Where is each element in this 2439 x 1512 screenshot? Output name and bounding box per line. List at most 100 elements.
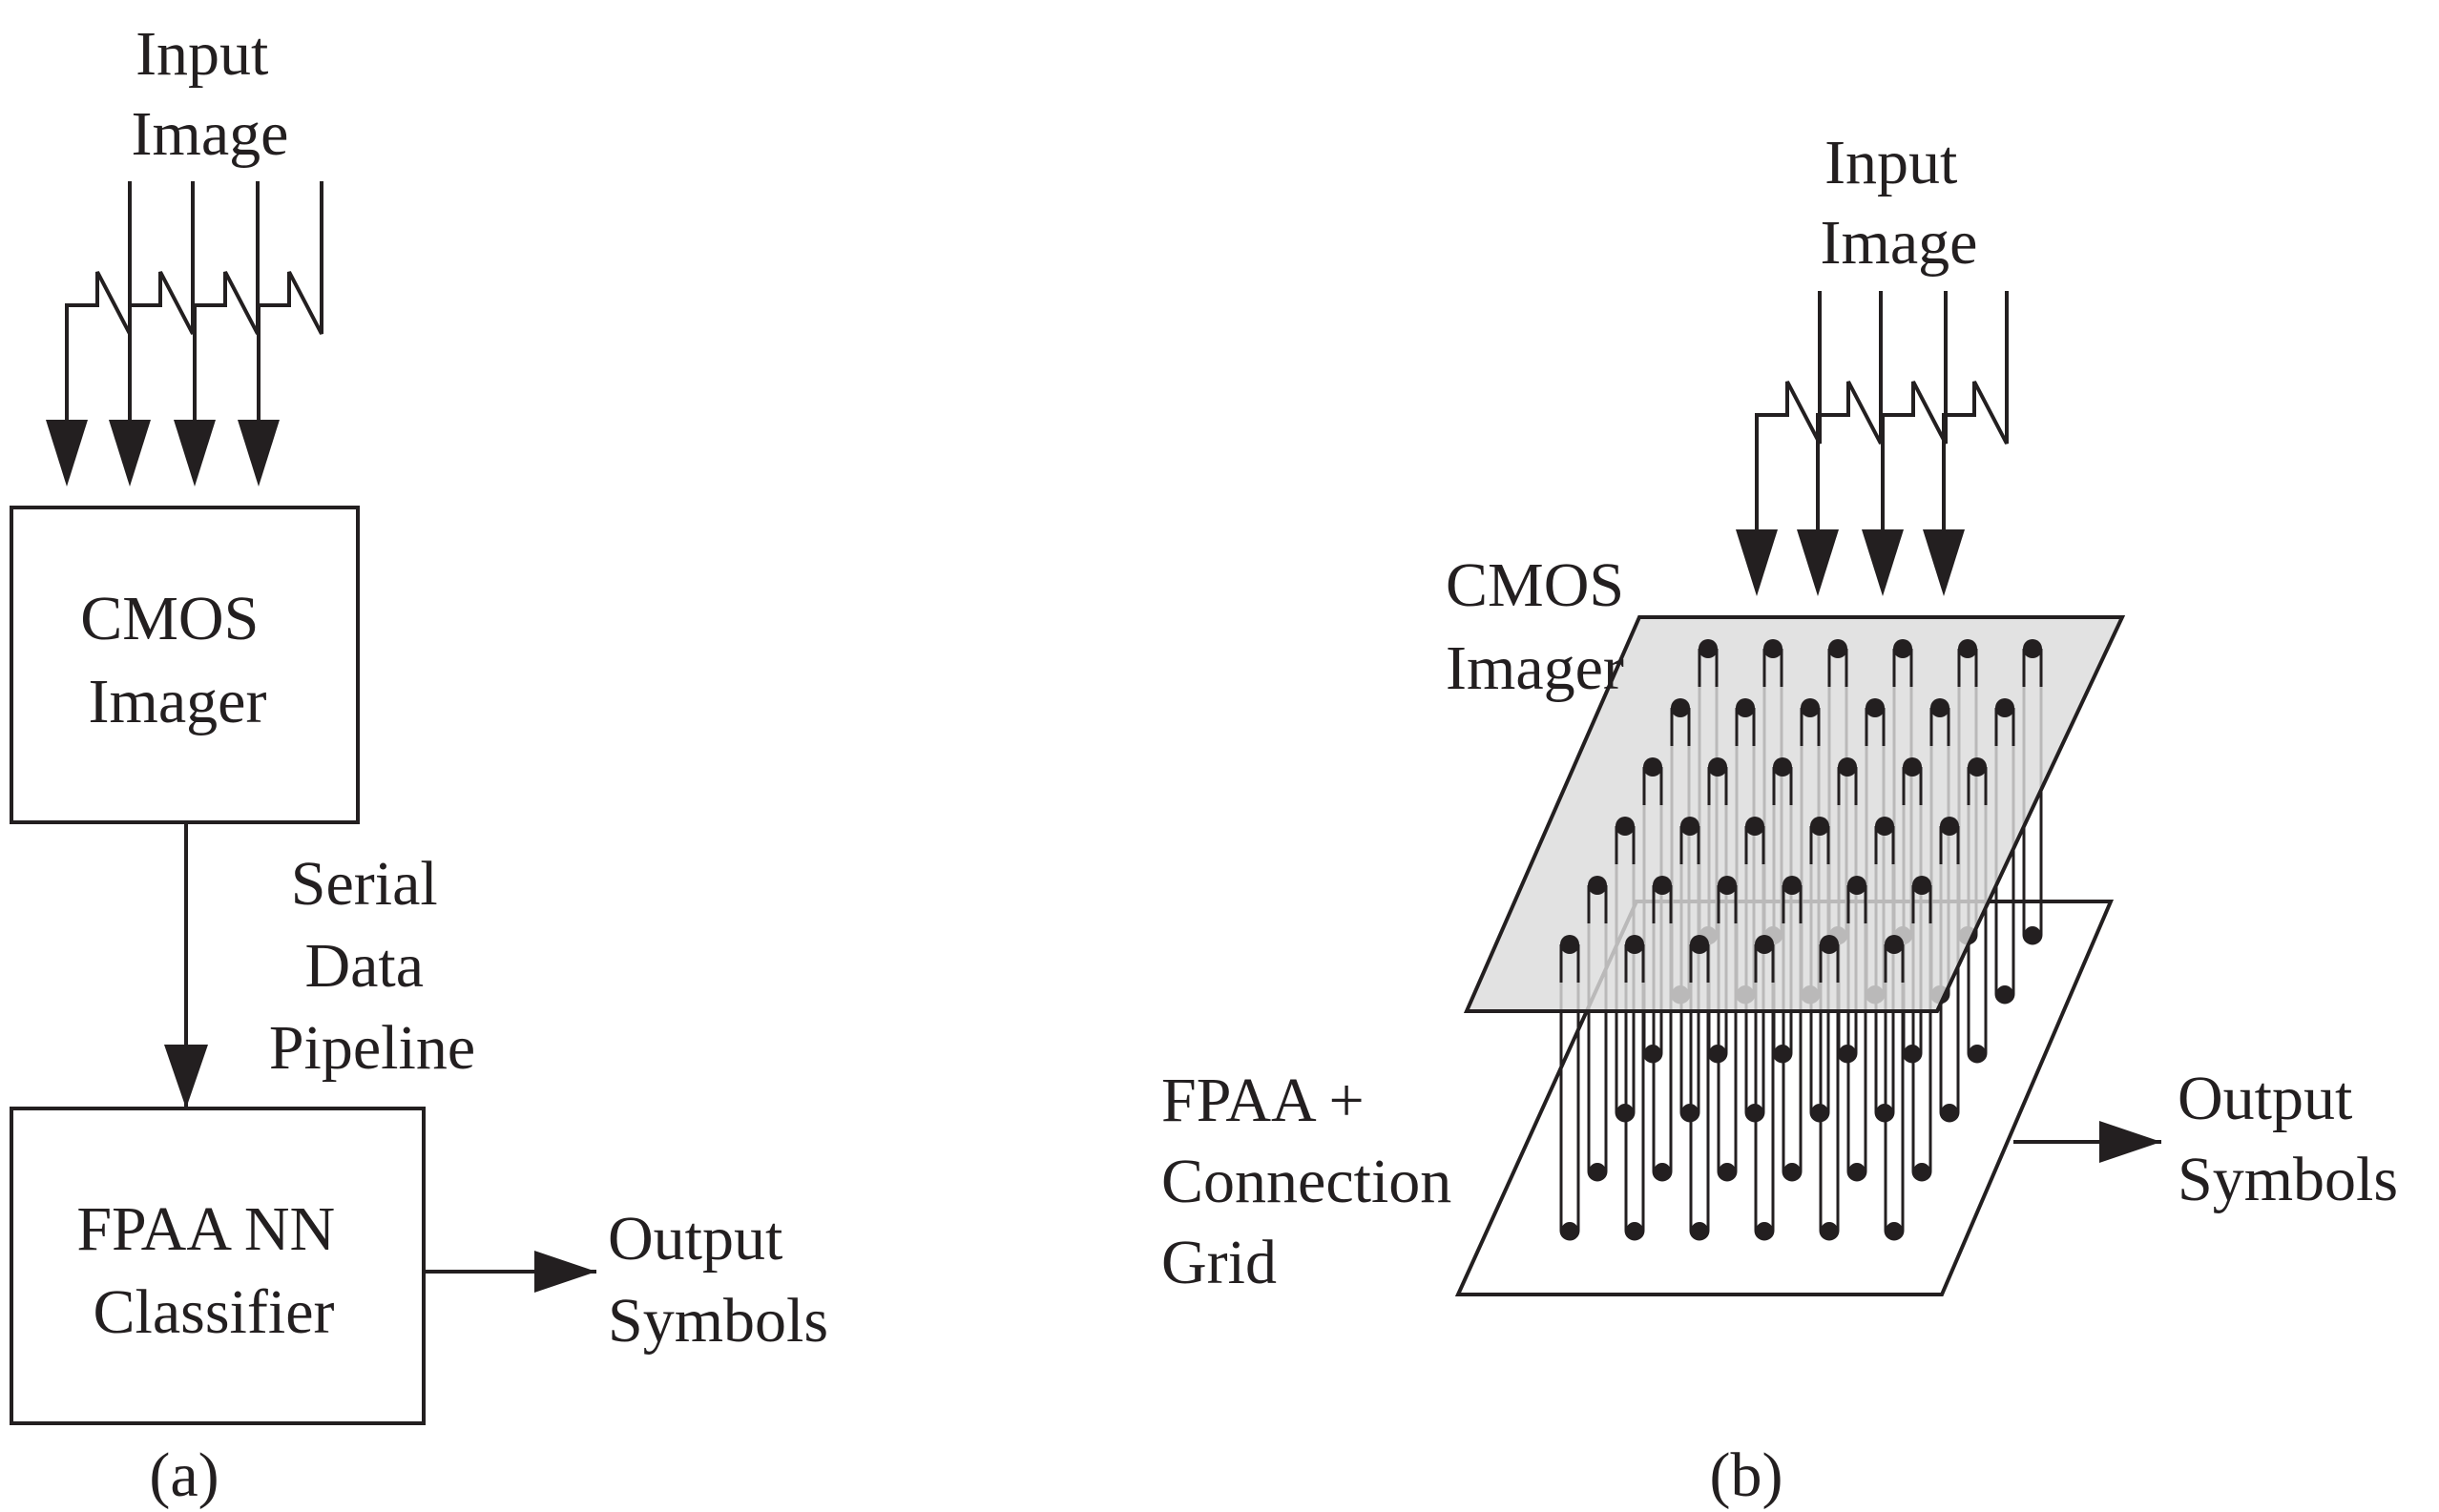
pixel-contact	[1884, 935, 1905, 983]
pixel-contact-dot	[1810, 817, 1829, 836]
pixel-contact-dot	[1699, 639, 1718, 658]
pixel-contact-dot	[1690, 935, 1709, 954]
grid-contact-dot	[1691, 1222, 1708, 1239]
grid-contact-dot	[2024, 926, 2041, 943]
pixel-contact-dot	[1912, 876, 1931, 895]
pixel-contact-dot	[1560, 935, 1579, 954]
pixel-contact-dot	[1653, 876, 1672, 895]
output-symbols-label: Output Symbols	[2178, 1064, 2398, 1214]
input-light-arrows	[1736, 291, 2009, 596]
pixel-contact	[1957, 639, 1978, 687]
serial-data-arrowhead	[164, 1045, 208, 1108]
pixel-contact-dot	[1801, 698, 1820, 717]
grid-contact-dot	[1848, 1163, 1866, 1180]
pixel-contact-dot	[1588, 876, 1607, 895]
pixel-contact	[1874, 817, 1895, 864]
input-arrow-2	[109, 181, 195, 487]
pixel-contact-dot	[1680, 817, 1699, 836]
pixel-contact-dot	[1930, 698, 1949, 717]
panel-a: Input Image CMOS Imager Serial Data Pipe…	[10, 19, 828, 1510]
pixel-contact	[1744, 817, 1765, 864]
grid-contact-dot	[1589, 1163, 1606, 1180]
pixel-contact-dot	[1625, 935, 1644, 954]
imager-pixel-contacts	[1559, 639, 2043, 983]
pixel-contact	[1772, 757, 1793, 805]
pixel-contact	[1670, 698, 1691, 746]
pixel-contact-dot	[1995, 698, 2014, 717]
output-arrowhead	[2099, 1121, 2161, 1163]
cmos-imager-plane-label: CMOS Imager	[1446, 550, 1640, 703]
grid-contact-dot	[1783, 1163, 1801, 1180]
panel-b-caption: (b)	[1710, 1440, 1783, 1510]
pixel-contact	[1846, 876, 1867, 923]
pixel-contact-dot	[1755, 935, 1774, 954]
grid-contact-dot	[1886, 1222, 1903, 1239]
pixel-contact-dot	[1903, 757, 1922, 777]
pixel-contact-dot	[1708, 757, 1727, 777]
pixel-contact	[2022, 639, 2043, 687]
input-arrow-2	[1797, 291, 1883, 596]
panel-b: Input Image CMOS Imager FPAA + Connectio…	[1161, 128, 2398, 1510]
cmos-imager-plane	[1463, 615, 2126, 1013]
cmos-imager-box	[10, 506, 360, 824]
pixel-contact	[1698, 639, 1719, 687]
pixel-contact-dot	[1782, 876, 1802, 895]
pixel-contact	[1707, 757, 1728, 805]
pixel-contact	[1800, 698, 1821, 746]
pixel-contact-dot	[1885, 935, 1904, 954]
input-light-arrows	[46, 181, 323, 487]
pixel-contact-dot	[1866, 698, 1885, 717]
pixel-contact	[1587, 876, 1608, 923]
pixel-contact	[1967, 757, 1988, 805]
cmos-imager-label: CMOS Imager	[80, 584, 275, 736]
pixel-contact-dot	[1820, 935, 1839, 954]
pixel-contact	[1717, 876, 1738, 923]
pixel-contact	[1994, 698, 2015, 746]
pixel-contact	[1819, 935, 1840, 983]
pixel-contact-dot	[1847, 876, 1866, 895]
pixel-contact	[1929, 698, 1950, 746]
fpaa-connection-grid-label: FPAA + Connection Grid	[1161, 1066, 1468, 1297]
panel-a-input-label: Input Image	[132, 19, 289, 169]
grid-contact-dot	[1821, 1222, 1838, 1239]
pixel-contact-dot	[1893, 639, 1912, 658]
pixel-contact	[1902, 757, 1923, 805]
input-arrow-4	[238, 181, 323, 487]
fpaa-nn-classifier-box	[10, 1107, 426, 1425]
grid-contact-dot	[1719, 1163, 1736, 1180]
pixel-contact-dot	[1643, 757, 1662, 777]
pixel-contact	[1939, 817, 1960, 864]
pixel-contact	[1837, 757, 1858, 805]
pixel-contact-dot	[1838, 757, 1857, 777]
grid-contact-dot	[1654, 1163, 1671, 1180]
pixel-contact-dot	[1671, 698, 1690, 717]
pixel-contact-dot	[1616, 817, 1635, 836]
pixel-contact	[1827, 639, 1848, 687]
pixel-contact	[1911, 876, 1932, 923]
pixel-contact	[1652, 876, 1673, 923]
pixel-contact	[1735, 698, 1756, 746]
pixel-contact	[1892, 639, 1913, 687]
panel-b-input-label: Input Image	[1821, 128, 1978, 278]
pixel-contact	[1559, 935, 1580, 983]
serial-data-pipeline-label: Serial Data Pipeline	[269, 849, 475, 1083]
pixel-contact-dot	[1958, 639, 1977, 658]
pixel-contact	[1689, 935, 1710, 983]
pixel-contact-dot	[1940, 817, 1959, 836]
grid-contact-dot	[1913, 1163, 1930, 1180]
fpaa-nn-classifier-label: FPAA NN Classifier	[76, 1194, 350, 1347]
pixel-contact	[1762, 639, 1783, 687]
pixel-contact-dot	[1875, 817, 1894, 836]
connector-wire	[1782, 885, 1803, 1182]
pixel-contact	[1782, 876, 1803, 923]
pixel-contact-dot	[1828, 639, 1847, 658]
grid-contact-dot	[1756, 1222, 1773, 1239]
pixel-contact	[1624, 935, 1645, 983]
pixel-contact-dot	[1968, 757, 1987, 777]
input-arrow-4	[1923, 291, 2009, 596]
pixel-contact	[1809, 817, 1830, 864]
grid-contact-dot	[1626, 1222, 1643, 1239]
panel-a-caption: (a)	[149, 1440, 219, 1510]
pixel-contact-dot	[1773, 757, 1792, 777]
